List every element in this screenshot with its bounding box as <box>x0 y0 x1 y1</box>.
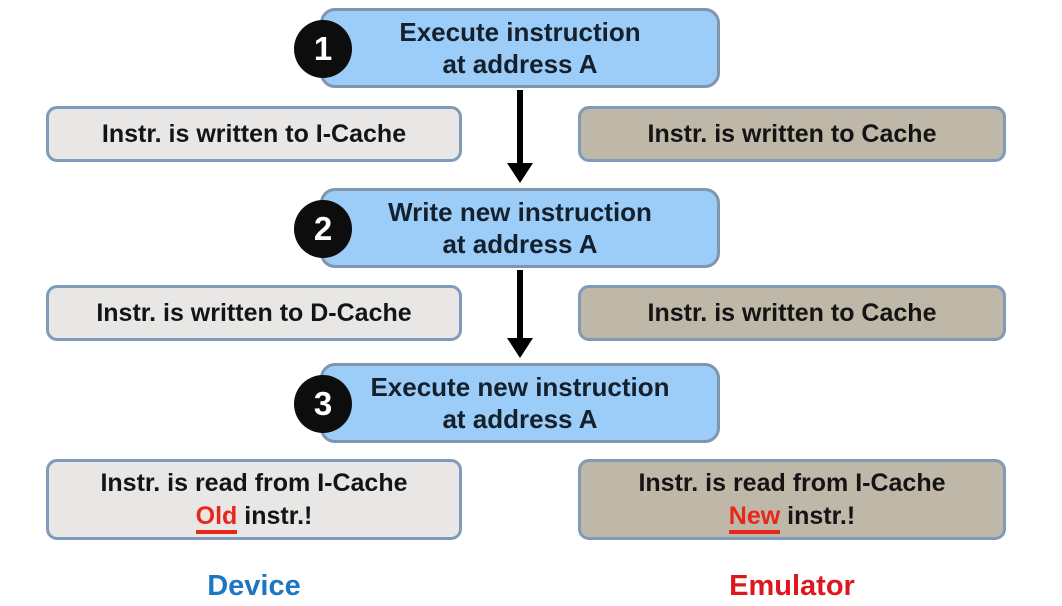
device-step-2-note-text: Instr. is written to D-Cache <box>96 298 412 327</box>
device-step-3-result-line2: Old instr.! <box>195 500 313 534</box>
step-3-title-line2: at address A <box>442 404 598 434</box>
step-3-number: 3 <box>313 385 333 422</box>
emulator-step-3-result-line1: Instr. is read from I-Cache <box>638 469 946 497</box>
step-3-title: Execute new instruction at address A <box>370 371 669 436</box>
device-step-3-result: Instr. is read from I-Cache Old instr.! <box>46 459 462 540</box>
step-3-number-badge: 3 <box>294 375 352 433</box>
emulator-step-3-result: Instr. is read from I-Cache New instr.! <box>578 459 1006 540</box>
emulator-column-label: Emulator <box>729 570 855 602</box>
step-2-title-line2: at address A <box>442 229 598 259</box>
step-1-number: 1 <box>313 30 333 67</box>
step-1-number-badge: 1 <box>294 20 352 78</box>
step-1-title: Execute instruction at address A <box>399 16 640 81</box>
step-1-title-line1: Execute instruction <box>399 16 641 47</box>
step-2-title-line1: Write new instruction <box>388 196 652 227</box>
step-2-box: 2 Write new instruction at address A <box>294 188 720 268</box>
device-old-highlight: Old <box>195 501 238 534</box>
emulator-step-3-result-rest: instr.! <box>780 501 856 530</box>
step-1-box: 1 Execute instruction at address A <box>294 8 720 88</box>
emulator-step-1-note: Instr. is written to Cache <box>578 106 1006 162</box>
device-step-3-result-line1: Instr. is read from I-Cache <box>100 469 408 497</box>
emulator-step-3-result-line2: New instr.! <box>728 500 856 534</box>
device-step-2-note: Instr. is written to D-Cache <box>46 285 462 341</box>
step-3-box: 3 Execute new instruction at address A <box>294 363 720 443</box>
arrow-step1-to-step2 <box>517 90 523 164</box>
emulator-step-2-note-text: Instr. is written to Cache <box>647 298 937 327</box>
step-2-number-badge: 2 <box>294 200 352 258</box>
device-step-1-note: Instr. is written to I-Cache <box>46 106 462 162</box>
emulator-step-1-note-text: Instr. is written to Cache <box>647 119 937 148</box>
emulator-step-2-note: Instr. is written to Cache <box>578 285 1006 341</box>
step-2-title: Write new instruction at address A <box>388 196 652 261</box>
device-step-1-note-text: Instr. is written to I-Cache <box>101 119 407 148</box>
step-1-title-line2: at address A <box>442 49 598 79</box>
device-column-label: Device <box>207 570 301 602</box>
step-3-title-line1: Execute new instruction <box>370 371 670 402</box>
arrow-step2-to-step3 <box>517 270 523 339</box>
step-2-number: 2 <box>313 210 333 247</box>
emulator-new-highlight: New <box>728 501 781 534</box>
device-step-3-result-rest: instr.! <box>237 501 313 530</box>
